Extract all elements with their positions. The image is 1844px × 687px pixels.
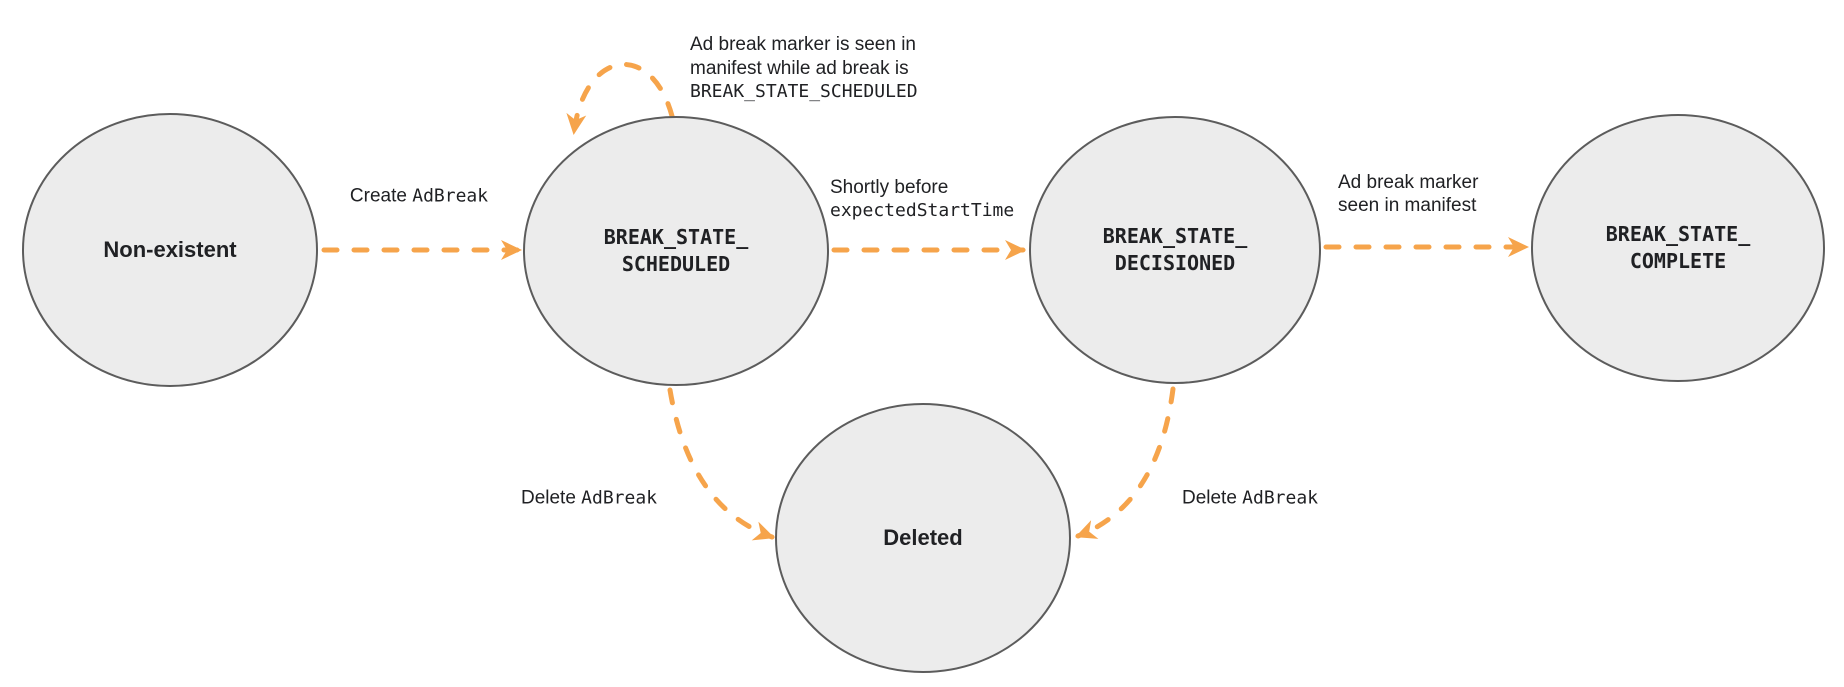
- node-label-line: BREAK_STATE_: [603, 225, 749, 249]
- edge-label-text: Create: [349, 185, 407, 207]
- edge-label-line: Ad break marker is seen in: [690, 34, 916, 55]
- edge-label-code: expectedStartTime: [830, 200, 1015, 221]
- edge-label-create-adbreak: Create AdBreak: [350, 185, 488, 208]
- edge-label-line: seen in manifest: [1338, 195, 1477, 216]
- edge-label-shortly-before: Shortly before expectedStartTime: [830, 176, 1014, 222]
- state-node-non-existent: [22, 113, 318, 387]
- node-label-line: SCHEDULED: [621, 252, 731, 276]
- node-label-break-state-decisioned: BREAK_STATE_ DECISIONED: [1103, 223, 1248, 277]
- state-node-break-state-decisioned: [1029, 116, 1321, 384]
- edge-label-line: manifest while ad break is: [690, 57, 909, 79]
- edge-label-code: BREAK_STATE_SCHEDULED: [690, 81, 918, 102]
- state-node-deleted: [775, 403, 1071, 673]
- node-label-line: COMPLETE: [1629, 249, 1727, 273]
- edge-label-text: Delete: [520, 487, 576, 509]
- edge-label-text: Delete: [1181, 487, 1237, 509]
- node-label-non-existent: Non-existent: [103, 237, 237, 262]
- node-label-line: BREAK_STATE_: [1605, 222, 1751, 246]
- edge-label-marker-seen: Ad break marker seen in manifest: [1338, 171, 1478, 217]
- node-label-break-state-complete: BREAK_STATE_ COMPLETE: [1606, 221, 1751, 275]
- edge-label-code: AdBreak: [581, 487, 658, 509]
- edge-label-code: AdBreak: [1242, 487, 1319, 509]
- edge-label-line: Ad break marker: [1338, 172, 1479, 193]
- edge-label-delete-adbreak-left: Delete AdBreak: [521, 487, 657, 510]
- state-node-break-state-complete: [1531, 114, 1825, 382]
- edge-label-self-loop: Ad break marker is seen in manifest whil…: [690, 33, 918, 104]
- node-label-line: BREAK_STATE_: [1102, 224, 1248, 248]
- node-label-line: DECISIONED: [1114, 251, 1236, 275]
- edge-decisioned-to-deleted: [1075, 386, 1176, 539]
- edge-scheduled-to-deleted: [667, 387, 775, 541]
- edge-label-delete-adbreak-right: Delete AdBreak: [1182, 487, 1318, 510]
- state-node-break-state-scheduled: [523, 116, 829, 386]
- edge-label-code: AdBreak: [412, 185, 489, 207]
- node-label-break-state-scheduled: BREAK_STATE_ SCHEDULED: [604, 224, 749, 278]
- edge-label-text: Shortly before: [830, 177, 949, 198]
- node-label-deleted: Deleted: [883, 525, 963, 550]
